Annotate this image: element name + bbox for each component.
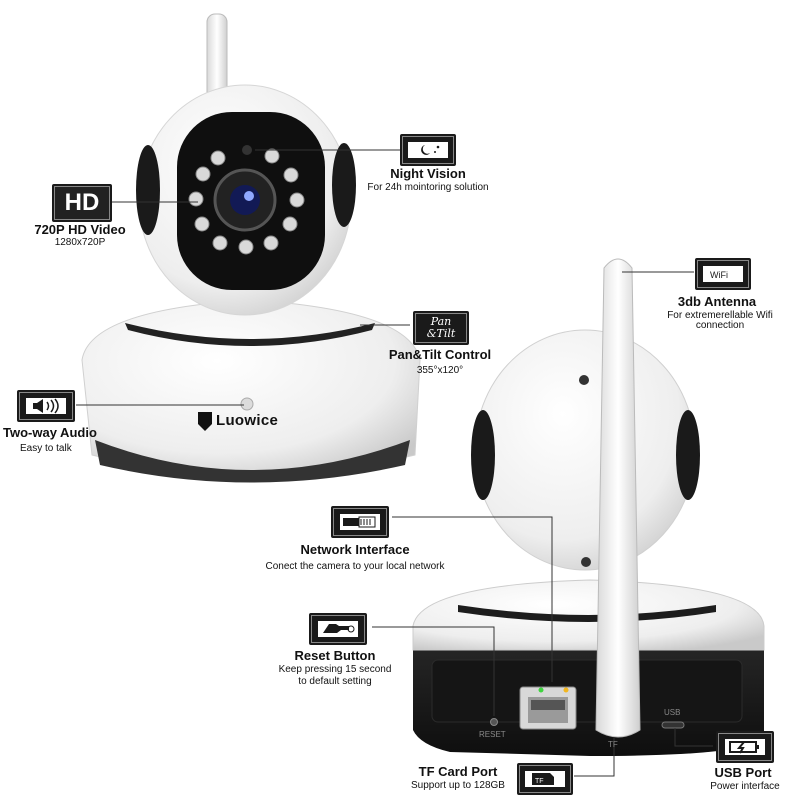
reset-title: Reset Button — [294, 648, 376, 663]
ethernet-led-green — [538, 687, 544, 693]
back-head — [474, 329, 696, 571]
antenna-title: 3db Antenna — [677, 294, 757, 309]
night-vision-subtitle: For 24h mointoring solution — [367, 182, 489, 193]
back-antenna — [595, 258, 641, 738]
back-reset-label: RESET — [479, 730, 506, 739]
two-way-audio-title: Two-way Audio — [3, 425, 97, 440]
pan-tilt-title: Pan&Tilt Control — [388, 347, 492, 362]
front-side-knob-left — [136, 145, 160, 235]
reset-subtitle-line1: Keep pressing 15 second — [278, 664, 392, 675]
power-plug-icon — [716, 731, 774, 763]
usb-subtitle: Power interface — [710, 781, 780, 792]
callout-lines — [76, 149, 713, 777]
pan-tilt-subtitle: 355°x120° — [416, 365, 464, 376]
front-neck-ring — [125, 323, 375, 346]
hd-video-subtitle: 1280x720P — [54, 237, 106, 248]
wifi-icon: WiFi — [695, 258, 751, 290]
usb-port — [661, 721, 685, 729]
ethernet-icon — [331, 506, 389, 538]
hd-icon: HD — [52, 184, 112, 222]
network-title: Network Interface — [300, 542, 410, 557]
antenna-subtitle-line1: For extremerellable Wifi — [667, 310, 773, 321]
reset-hand-icon — [309, 613, 367, 645]
sd-card-icon: TF — [517, 763, 573, 795]
pan-tilt-icon: Pan &Tilt — [413, 311, 469, 345]
speaker-icon — [17, 390, 75, 422]
tf-badge-text: TF — [535, 778, 544, 785]
back-usb-label: USB — [664, 708, 681, 717]
reset-hole — [490, 718, 498, 726]
tf-card-subtitle: Support up to 128GB — [411, 780, 505, 791]
hd-video-title: 720P HD Video — [34, 222, 126, 237]
back-tf-label: TF — [608, 740, 618, 749]
usb-title: USB Port — [714, 765, 772, 780]
antenna-subtitle-line2: connection — [695, 320, 745, 331]
two-way-audio-subtitle: Easy to talk — [20, 443, 72, 454]
back-camera — [412, 258, 765, 756]
wifi-badge-text: WiFi — [710, 270, 728, 280]
front-side-knob-right — [332, 143, 356, 227]
reset-subtitle-line2: to default setting — [298, 676, 372, 687]
brand-logo-icon — [198, 412, 212, 431]
ethernet-led-amber — [563, 687, 569, 693]
front-camera — [81, 13, 421, 483]
night-vision-icon — [400, 134, 456, 166]
front-mic — [240, 397, 254, 411]
brand-name: Luowice — [216, 412, 279, 429]
network-subtitle: Conect the camera to your local network — [265, 561, 445, 572]
tf-card-title: TF Card Port — [418, 764, 498, 779]
night-vision-title: Night Vision — [390, 166, 466, 181]
front-light-sensor — [242, 145, 252, 155]
front-base-ring — [95, 440, 410, 483]
